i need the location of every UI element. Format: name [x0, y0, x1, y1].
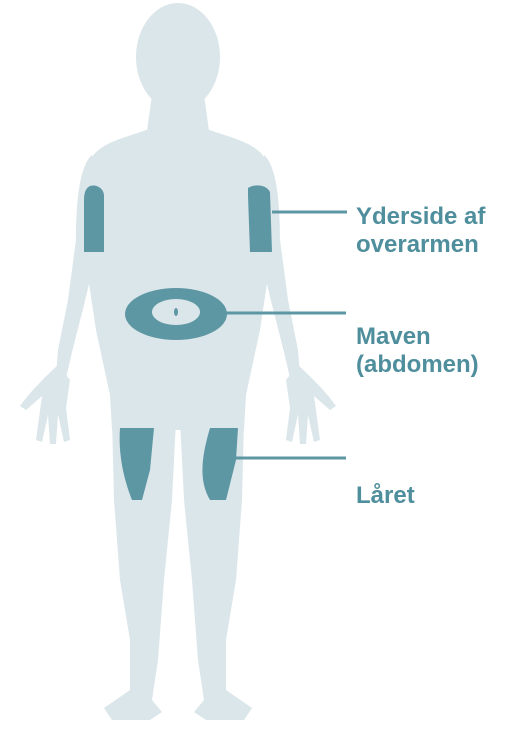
abdomen-label-line1: Maven — [356, 323, 479, 351]
upper-arm-label-line2: overarmen — [356, 231, 485, 259]
body-silhouette — [20, 3, 336, 720]
upper-arm-label-line1: Yderside af — [356, 203, 485, 231]
upper-arm-label: Yderside af overarmen — [356, 203, 485, 259]
thigh-label: Låret — [356, 482, 415, 510]
abdomen-label-line2: (abdomen) — [356, 351, 479, 379]
thigh-label-line1: Låret — [356, 482, 415, 510]
torso — [84, 130, 272, 430]
head — [136, 3, 220, 111]
navel-icon — [174, 308, 178, 316]
left-hand — [20, 365, 70, 444]
right-hand — [286, 365, 336, 444]
right-upper-arm-site — [248, 185, 272, 252]
abdomen-label: Maven (abdomen) — [356, 323, 479, 379]
left-upper-arm-site — [84, 185, 104, 252]
